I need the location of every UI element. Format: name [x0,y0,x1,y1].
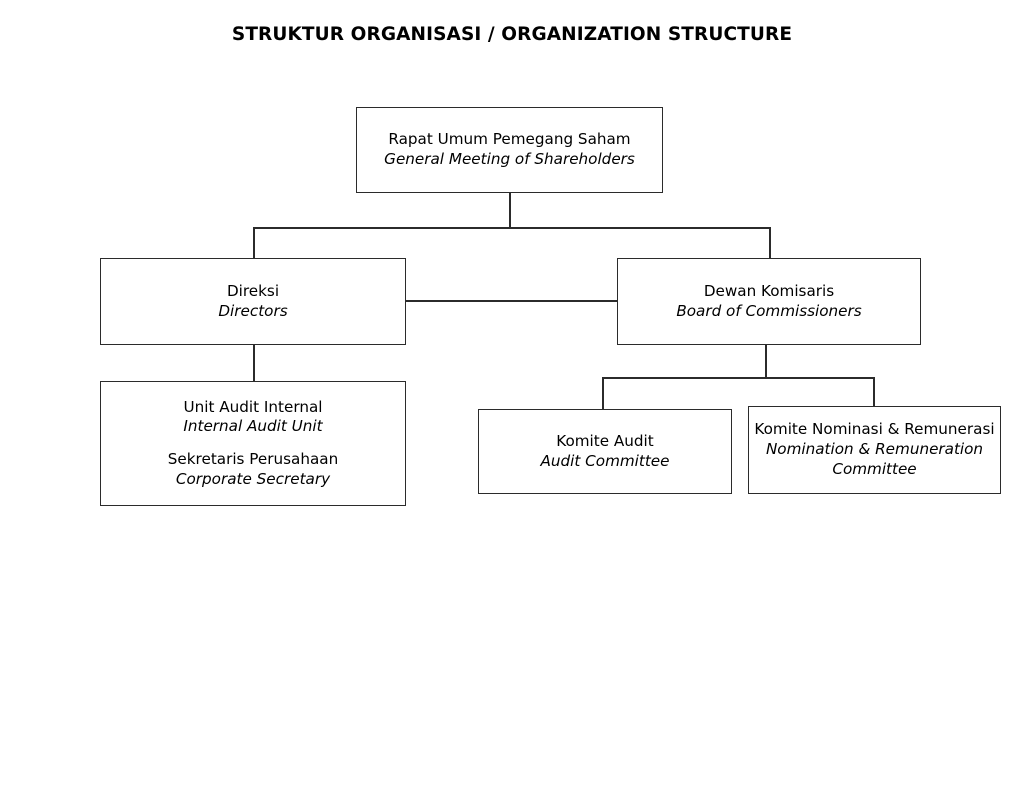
node-label-en: Audit Committee [540,451,670,470]
connector-level1-bar [253,227,771,229]
node-general-meeting-of-shareholders: Rapat Umum Pemegang Saham General Meetin… [356,107,663,193]
connector-gms-down [509,193,511,228]
node-nomination-and-remuneration-committee: Komite Nominasi & Remunerasi Nomination … [748,406,1001,494]
connector-to-directors [253,227,255,259]
node-label-en: Directors [218,301,288,320]
connector-to-nomination-committee [873,377,875,407]
node-label-en: Nomination & Remuneration Committee [765,440,984,478]
connector-directors-down [253,344,255,382]
connector-directors-commissioners [405,300,618,302]
node-audit-committee: Komite Audit Audit Committee [478,409,732,494]
node-board-of-commissioners: Dewan Komisaris Board of Commissioners [617,258,921,345]
node-directors: Direksi Directors [100,258,406,345]
node-label-en: General Meeting of Shareholders [384,150,635,168]
connector-level2-bar [602,377,874,379]
connector-to-commissioners [769,227,771,259]
node-label-id: Direksi [226,281,280,300]
connector-commissioners-down [765,344,767,378]
node-label-id: Komite Audit [556,431,654,450]
node-label-en: Board of Commissioners [676,301,862,320]
node-internal-audit-unit-and-corporate-secretary: Unit Audit Internal Internal Audit Unit … [100,381,406,506]
node-label-id: Unit Audit Internal [183,397,323,416]
node-label-en: Internal Audit Unit [183,417,323,436]
node-label-id: Komite Nominasi & Remunerasi [754,420,995,439]
node-label-id: Dewan Komisaris [703,281,835,300]
connector-to-audit-committee [602,377,604,410]
node-label-en-secondary: Corporate Secretary [175,469,331,488]
node-label-id: Rapat Umum Pemegang Saham [388,130,631,149]
node-label-id-secondary: Sekretaris Perusahaan [167,450,339,468]
page-title: STRUKTUR ORGANISASI / ORGANIZATION STRUC… [231,24,793,45]
